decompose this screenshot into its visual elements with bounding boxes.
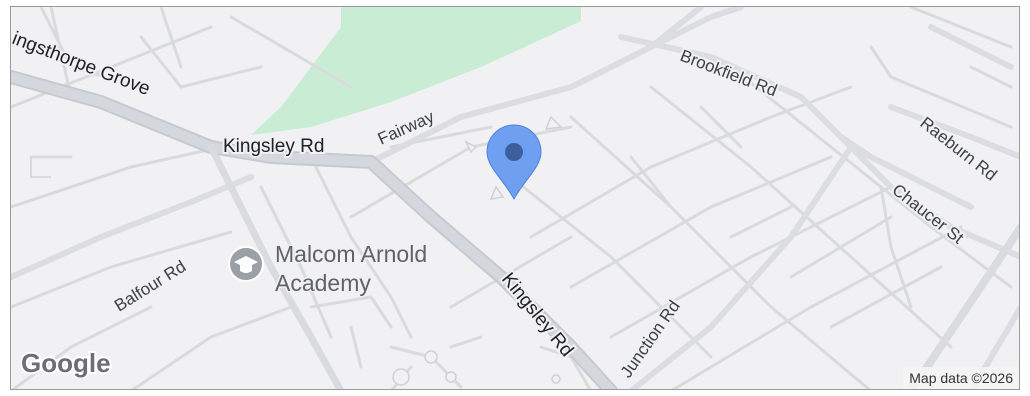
map-pin-icon[interactable] xyxy=(486,124,542,201)
svg-text:Google: Google xyxy=(21,348,111,378)
google-logo[interactable]: Google xyxy=(19,346,136,383)
building-outlines xyxy=(30,115,563,386)
street-label-chaucer-st: Chaucer St xyxy=(889,180,968,247)
street-label-raeburn-rd: Raeburn Rd xyxy=(917,113,1001,184)
map-canvas[interactable]: ingsthorpe Grove Kingsley Rd Kingsley Rd… xyxy=(11,7,1020,390)
street-label-kingsley-rd-south: Kingsley Rd xyxy=(497,269,577,361)
map-attribution: Map data ©2026 xyxy=(903,367,1019,389)
park-area xyxy=(251,7,581,135)
residential-streets xyxy=(11,7,1019,389)
street-label-kingsley-rd-west: Kingsley Rd xyxy=(223,136,324,157)
map-view[interactable]: ingsthorpe Grove Kingsley Rd Kingsley Rd… xyxy=(10,6,1020,390)
poi-malcom-arnold-academy[interactable]: Malcom Arnold Academy xyxy=(228,240,429,298)
street-label-brookfield-rd: Brookfield Rd xyxy=(678,46,780,100)
street-label-junction-rd: Junction Rd xyxy=(617,297,684,381)
minor-streets xyxy=(11,7,1013,389)
major-roads xyxy=(11,70,1019,389)
poi-name-line2: Academy xyxy=(275,270,371,296)
google-logo-svg: Google xyxy=(19,346,113,380)
poi-name-line1: Malcom Arnold xyxy=(275,241,427,267)
school-icon xyxy=(228,246,264,282)
